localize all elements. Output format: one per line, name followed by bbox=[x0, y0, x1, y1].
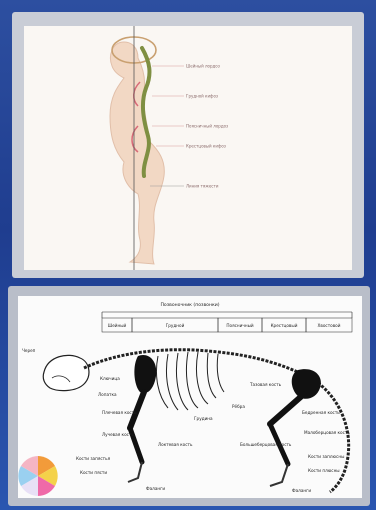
skull-shape bbox=[43, 355, 89, 390]
label-ribs: Рёбра bbox=[232, 404, 245, 409]
label-carpals: Кости запястья bbox=[76, 456, 111, 461]
annotation-gravity-line: Линия тяжести bbox=[186, 184, 219, 189]
label-humerus: Плечевая кость bbox=[102, 410, 137, 415]
hindlimb-femur bbox=[270, 394, 304, 424]
annotation-lumbar: Поясничный лордоз bbox=[186, 124, 228, 129]
label-metacarpals: Кости пясти bbox=[80, 470, 107, 475]
label-femur: Бедренная кость bbox=[302, 410, 340, 415]
slide-skeleton: Позвоночник (позвонки) Шейный Грудной По… bbox=[8, 286, 370, 506]
label-radius: Лучевая кость bbox=[102, 432, 134, 437]
diagram-title: Позвоночник (позвонки) bbox=[160, 302, 219, 308]
label-fibula: Малоберцовая кость bbox=[304, 430, 350, 435]
label-metatarsals: Кости плюсны bbox=[308, 468, 340, 473]
posture-illustration: Шейный лордоз Грудной кифоз Поясничный л… bbox=[24, 26, 352, 270]
skeleton-diagram: Позвоночник (позвонки) Шейный Грудной По… bbox=[18, 296, 362, 498]
label-tibia: Большеберцовая кость bbox=[240, 442, 292, 447]
label-clavicle: Ключица bbox=[100, 376, 120, 381]
annotation-cervical: Шейный лордоз bbox=[186, 64, 220, 69]
label-tarsals: Кости заплюсны bbox=[308, 454, 344, 459]
color-wheel-logo bbox=[18, 456, 57, 496]
hindlimb-paw bbox=[270, 464, 288, 486]
label-skull: Череп bbox=[22, 348, 36, 353]
section-thoracic: Грудной bbox=[166, 323, 185, 328]
section-cervical: Шейный bbox=[108, 323, 127, 328]
annotation-thoracic: Грудной кифоз bbox=[186, 94, 218, 99]
label-phalanges-front: Фаланги bbox=[146, 486, 165, 491]
section-lumbar: Поясничный bbox=[226, 323, 254, 328]
label-scapula: Лопатка bbox=[98, 392, 117, 397]
section-sacral: Крестцовый bbox=[271, 323, 298, 328]
posture-diagram: Шейный лордоз Грудной кифоз Поясничный л… bbox=[24, 26, 352, 270]
forelimb-paw bbox=[128, 462, 142, 482]
label-phalanges-hind: Фаланги bbox=[292, 488, 311, 493]
label-sternum: Грудина bbox=[194, 416, 213, 421]
label-pelvis: Тазовая кость bbox=[249, 382, 282, 387]
scapula bbox=[134, 355, 156, 393]
label-ulna: Локтевая кость bbox=[158, 442, 193, 447]
human-silhouette bbox=[110, 42, 164, 264]
slide-posture: Шейный лордоз Грудной кифоз Поясничный л… bbox=[12, 12, 364, 278]
rib-cage bbox=[156, 352, 224, 410]
annotation-sacral: Крестцовый кифоз bbox=[186, 144, 226, 149]
skeleton-illustration: Позвоночник (позвонки) Шейный Грудной По… bbox=[18, 296, 362, 498]
section-caudal: Хвостовой bbox=[318, 323, 341, 328]
